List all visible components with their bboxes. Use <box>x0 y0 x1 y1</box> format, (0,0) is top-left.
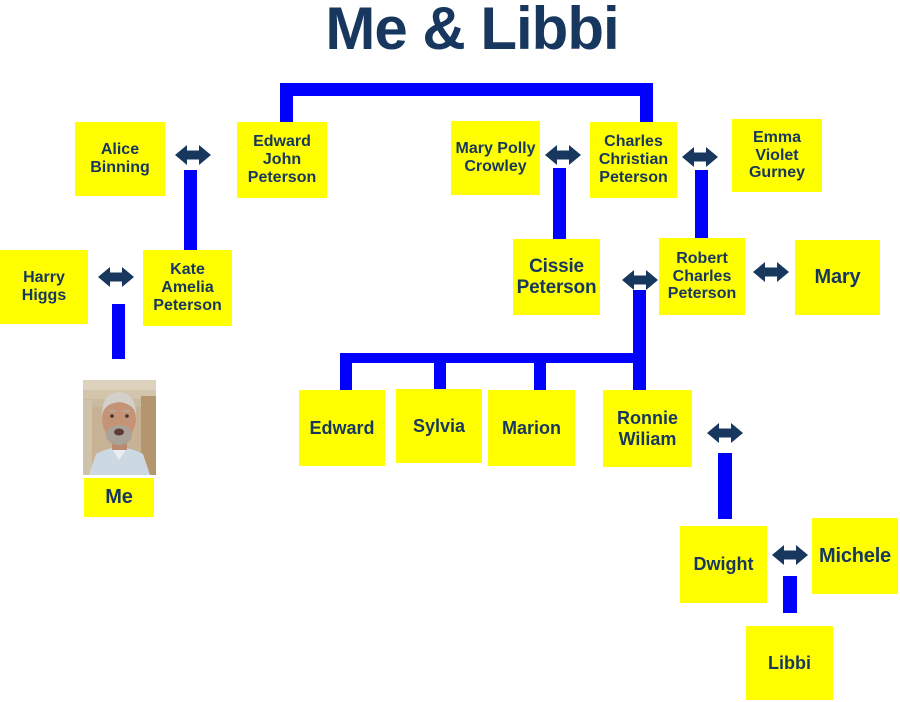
portrait-illustration <box>83 380 156 475</box>
connector-top-bracket-right-drop <box>640 96 653 122</box>
connector-top-bracket-left-drop <box>280 96 293 122</box>
person-label: Mary <box>814 266 861 289</box>
person-kate-amelia-peterson: Kate Amelia Peterson <box>143 250 232 326</box>
double-arrow-icon <box>707 423 743 443</box>
person-harry-higgs: Harry Higgs <box>0 250 88 324</box>
person-label: Edward John Peterson <box>247 133 317 186</box>
person-robert-charles-peterson: Robert Charles Peterson <box>659 238 745 315</box>
person-edward-john-peterson: Edward John Peterson <box>237 122 327 198</box>
connector-siblings-horizontal <box>340 353 646 363</box>
marriage-arrow-robert-mary <box>753 260 789 284</box>
person-emma-violet-gurney: Emma Violet Gurney <box>732 119 822 192</box>
connector-harry-kate-to-me <box>112 304 125 359</box>
person-label: Emma Violet Gurney <box>748 128 805 182</box>
person-ronnie-wiliam: Ronnie Wiliam <box>603 390 692 467</box>
marriage-arrow-marypolly-charles <box>545 143 581 167</box>
person-label: Marion <box>501 417 561 438</box>
connector-drop-sylvia <box>434 363 446 390</box>
marriage-arrow-ronnie <box>707 421 743 445</box>
double-arrow-icon <box>175 145 211 165</box>
page-title: Me & Libbi <box>325 0 619 62</box>
connector-charles-emma-to-robert <box>695 170 708 238</box>
person-label: Me <box>105 486 133 509</box>
connector-cissie-robert-to-children <box>633 290 646 390</box>
person-label: Mary Polly Crowley <box>455 140 536 175</box>
person-label: Libbi <box>768 652 811 673</box>
marriage-arrow-dwight-michele <box>772 543 808 567</box>
marriage-arrow-charles-emma <box>682 145 718 169</box>
person-edward: Edward <box>299 390 385 466</box>
person-label: Robert Charles Peterson <box>667 249 737 303</box>
marriage-arrow-cissie-robert <box>622 268 658 292</box>
connector-drop-edward <box>340 363 352 390</box>
double-arrow-icon <box>682 147 718 167</box>
double-arrow-icon <box>98 267 134 287</box>
person-dwight: Dwight <box>680 526 767 603</box>
double-arrow-icon <box>753 262 789 282</box>
connector-drop-marion <box>534 363 546 390</box>
me-photo <box>83 380 156 475</box>
connector-alice-edward-to-kate <box>184 170 197 250</box>
marriage-arrow-harry-kate <box>98 265 134 289</box>
person-label: Edward <box>309 417 375 438</box>
person-label: Ronnie Wiliam <box>617 408 678 449</box>
person-label: Alice Binning <box>90 141 150 176</box>
person-libbi: Libbi <box>746 626 833 700</box>
person-marion: Marion <box>488 390 575 466</box>
connector-top-bracket-horizontal <box>280 83 653 96</box>
connector-dwight-michele-to-libbi <box>783 576 797 613</box>
person-label: Harry Higgs <box>21 269 67 304</box>
marriage-arrow-alice-edward <box>175 143 211 167</box>
person-michele: Michele <box>812 518 898 594</box>
double-arrow-icon <box>772 545 808 565</box>
person-label: Dwight <box>693 554 754 575</box>
person-alice-binning: Alice Binning <box>75 122 165 196</box>
person-sylvia: Sylvia <box>396 389 482 463</box>
connector-ronnie-spouse-to-dwight <box>718 453 732 519</box>
person-charles-christian-peterson: Charles Christian Peterson <box>590 122 677 198</box>
person-label: Cissie Peterson <box>516 255 597 298</box>
person-label: Michele <box>819 544 891 567</box>
double-arrow-icon <box>622 270 658 290</box>
person-label: Charles Christian Peterson <box>598 133 669 186</box>
person-cissie-peterson: Cissie Peterson <box>513 239 600 315</box>
connector-marypolly-charles-to-cissie <box>553 168 566 239</box>
person-mary: Mary <box>795 240 880 315</box>
person-me: Me <box>84 478 154 517</box>
person-label: Kate Amelia Peterson <box>153 261 222 314</box>
person-label: Sylvia <box>412 415 466 436</box>
double-arrow-icon <box>545 145 581 165</box>
person-mary-polly-crowley: Mary Polly Crowley <box>451 121 540 195</box>
